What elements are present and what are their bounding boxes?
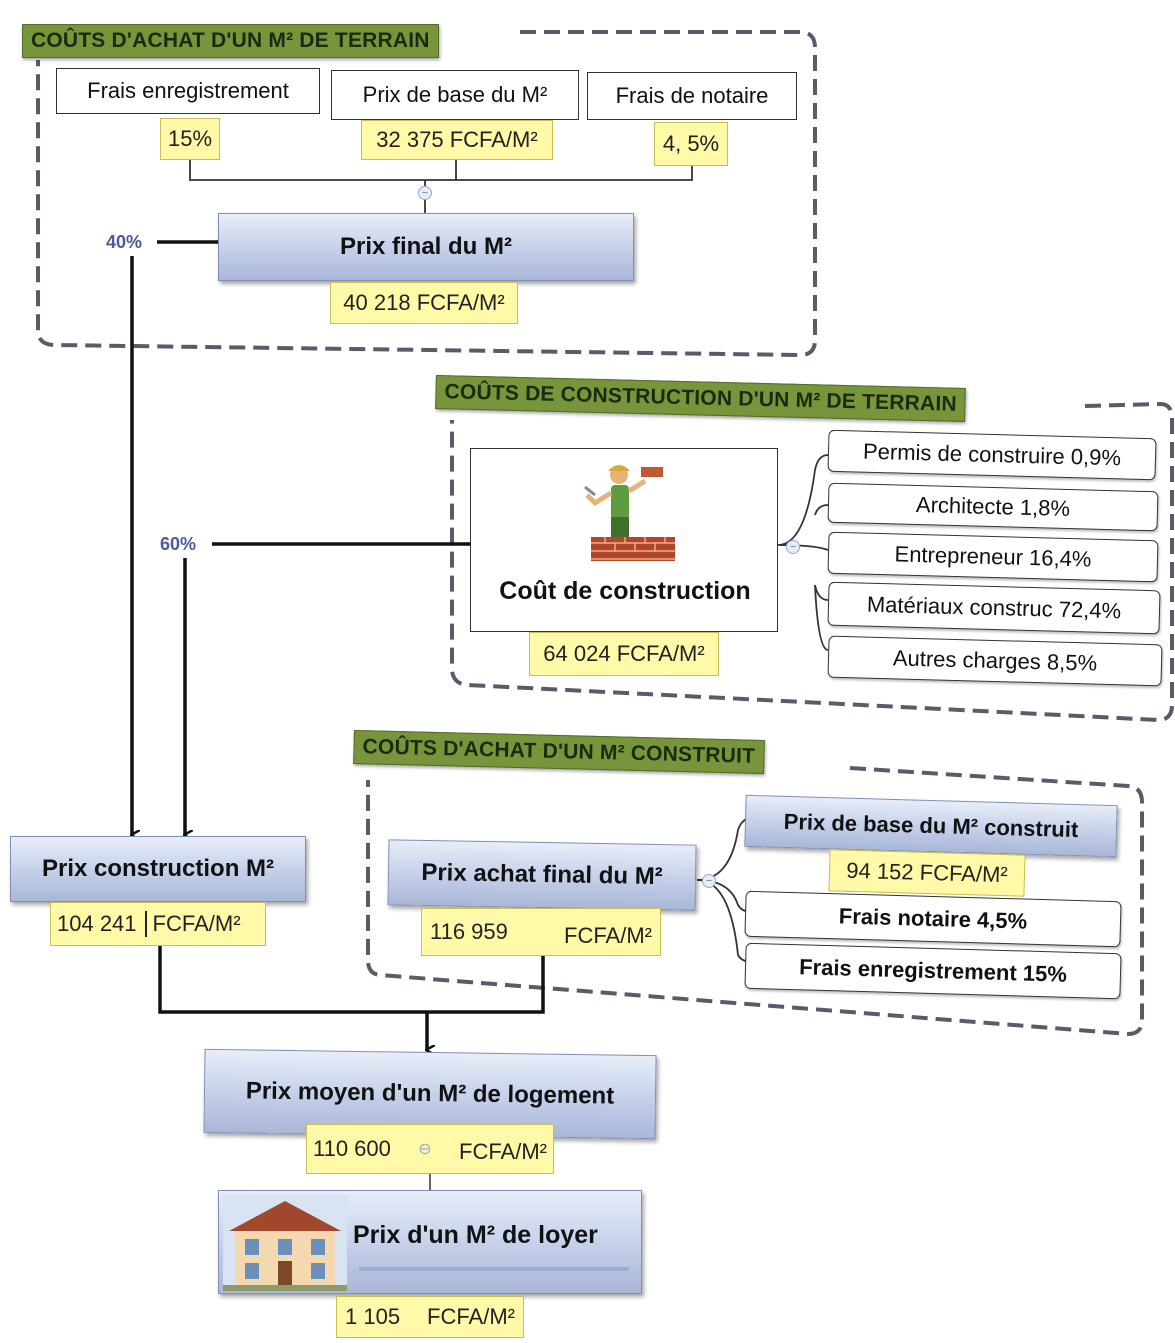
cout-construction-label: Coût de construction — [499, 577, 751, 605]
loyer-unit: FCFA/M² — [427, 1304, 515, 1329]
prix-moyen-value: 110 600 ⊖ FCFA/M² — [306, 1124, 554, 1174]
frais-enregistrement-box[interactable]: Frais enregistrement — [56, 68, 320, 114]
loyer-value: 1 105 FCFA/M² — [336, 1296, 524, 1338]
prix-final-node[interactable]: Prix final du M² — [218, 213, 634, 281]
construction-worker-icon — [584, 465, 675, 561]
cout-construction-node[interactable]: Coût de construction — [470, 448, 778, 632]
entrepreneur-item[interactable]: Entrepreneur 16,4% — [827, 531, 1159, 583]
prix-achat-final-unit: FCFA/M² — [564, 923, 652, 948]
house-icon — [223, 1195, 347, 1291]
prix-base-value: 32 375 FCFA/M² — [361, 120, 553, 160]
autres-charges-item[interactable]: Autres charges 8,5% — [827, 635, 1163, 687]
construit-group-frame — [366, 766, 1144, 1037]
loyer-label: Prix d'un M² de loyer — [353, 1221, 598, 1249]
collapse-toggle-icon[interactable]: − — [786, 540, 800, 554]
prix-achat-final-node[interactable]: Prix achat final du M² — [387, 839, 697, 911]
permis-construire-item[interactable]: Permis de construire 0,9% — [827, 429, 1157, 481]
loyer-node[interactable]: Prix d'un M² de loyer — [218, 1190, 642, 1294]
prix-base-construit-value: 94 152 FCFA/M² — [828, 849, 1026, 897]
collapse-toggle-icon[interactable]: − — [418, 186, 432, 200]
frais-notaire-value: 4, 5% — [654, 122, 728, 166]
cout-construction-value: 64 024 FCFA/M² — [529, 632, 719, 676]
prix-construction-node[interactable]: Prix construction M² — [10, 836, 306, 902]
loyer-number: 1 105 — [345, 1304, 401, 1329]
terrain-section-title: COÛTS D'ACHAT D'UN M² DE TERRAIN — [22, 24, 439, 58]
prix-base-box[interactable]: Prix de base du M² — [331, 70, 579, 120]
prix-moyen-number: 110 600 — [313, 1136, 391, 1161]
prix-final-value: 40 218 FCFA/M² — [330, 282, 518, 324]
prix-base-construit-node[interactable]: Prix de base du M² construit — [744, 794, 1118, 858]
prix-moyen-unit: FCFA/M² — [459, 1139, 547, 1164]
frais-notaire-box[interactable]: Frais de notaire — [587, 72, 797, 120]
prix-achat-final-value: 116 959 FCFA/M² — [421, 908, 661, 956]
divider — [359, 1267, 629, 1271]
materiaux-item[interactable]: Matériaux construc 72,4% — [827, 581, 1161, 635]
collapse-toggle-icon[interactable]: − — [702, 874, 716, 888]
prix-construction-unit: FCFA/M² — [152, 911, 241, 936]
construction-share-label: 60% — [160, 534, 197, 554]
frais-enregistrement-value: 15% — [160, 118, 220, 160]
terrain-group-frame — [36, 30, 817, 358]
prix-achat-final-number: 116 959 — [430, 919, 508, 944]
prix-construction-value: 104 241 FCFA/M² — [50, 902, 266, 946]
collapse-toggle-icon[interactable]: ⊖ — [418, 1141, 432, 1158]
construction-group-frame — [450, 401, 1174, 723]
prix-construction-number: 104 241 — [51, 911, 147, 937]
terrain-share-label: 40% — [106, 232, 143, 252]
